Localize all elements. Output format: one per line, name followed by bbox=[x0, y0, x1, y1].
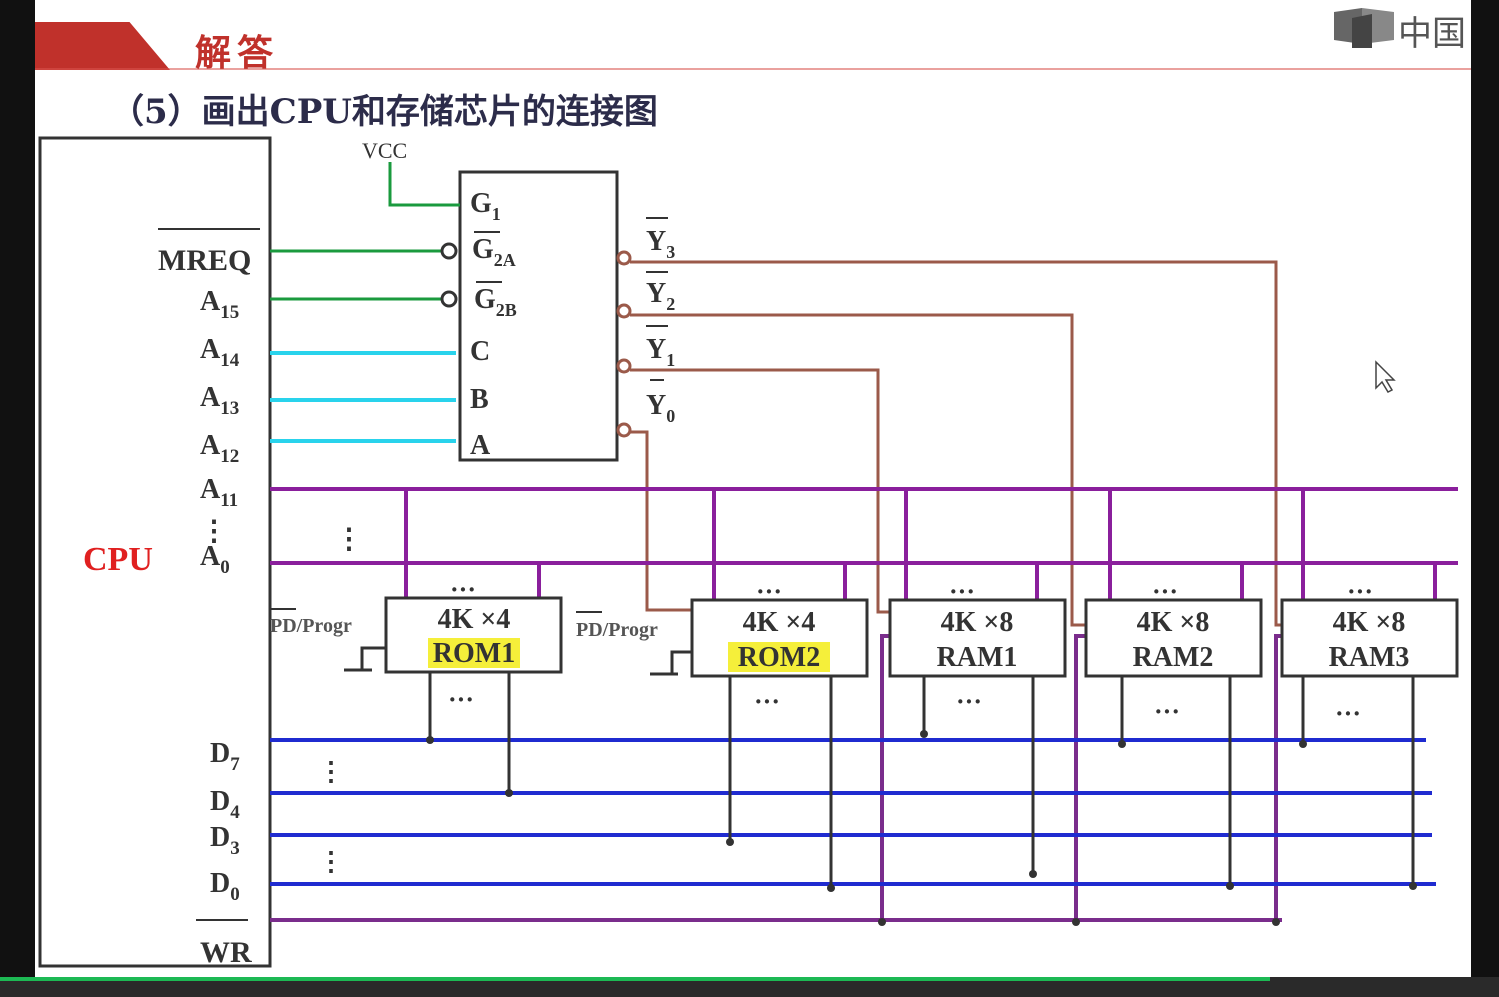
d3-label: D3 bbox=[210, 822, 240, 859]
cpu-label: CPU bbox=[83, 541, 153, 578]
y2-label: Y2 bbox=[646, 278, 675, 314]
ground-symbols bbox=[344, 646, 692, 676]
header-title: 解答 bbox=[195, 33, 280, 74]
svg-text:···: ··· bbox=[754, 687, 780, 716]
data-vdots-lower: ⋮ bbox=[318, 847, 344, 876]
address-vdots: ⋮ bbox=[200, 516, 228, 547]
d4-label: D4 bbox=[210, 786, 240, 823]
g1-label: G1 bbox=[470, 188, 501, 224]
cpu-box bbox=[38, 136, 272, 968]
svg-text:···: ··· bbox=[1152, 577, 1178, 606]
svg-text:···: ··· bbox=[756, 577, 782, 606]
junction-dots bbox=[426, 730, 1417, 926]
chip-ram3-name: RAM3 bbox=[1329, 642, 1410, 673]
y0-wire bbox=[630, 430, 692, 612]
chip-ram2-name: RAM2 bbox=[1133, 642, 1214, 673]
svg-text:···: ··· bbox=[949, 577, 975, 606]
a15-label: A15 bbox=[200, 286, 239, 323]
bus-vdots: ⋮ bbox=[335, 524, 363, 555]
circuit-diagram: CPU MREQ A15 A14 A13 A12 A11 A0 ⋮ D7 D4 … bbox=[38, 136, 1459, 969]
chip-select-wires bbox=[630, 260, 1283, 627]
mouse-cursor-icon bbox=[1375, 360, 1396, 393]
g2a-label: G2A bbox=[472, 234, 516, 270]
chip-ellipses: ··· ··· ··· ··· ··· ··· ··· ··· ··· ··· bbox=[448, 575, 1373, 728]
decoder-output-labels: Y3 Y2 Y1 Y0 bbox=[646, 226, 675, 426]
a13-label: A13 bbox=[200, 382, 239, 419]
data-vdots-upper: ⋮ bbox=[318, 757, 344, 786]
y3-label: Y3 bbox=[646, 226, 675, 262]
y0-label: Y0 bbox=[646, 390, 675, 426]
a14-label: A14 bbox=[200, 334, 240, 371]
chip-ram1-size: 4K ×8 bbox=[941, 607, 1014, 638]
chip-rom2: 4K ×4 ROM2 bbox=[690, 598, 869, 678]
wr-label: WR bbox=[200, 936, 252, 969]
decoder-input-labels: G1 G2A G2B C B A bbox=[470, 188, 517, 461]
chip-rom2-name: ROM2 bbox=[738, 642, 820, 673]
question-title: （5）画出CPU和存储芯片的连接图 bbox=[110, 92, 658, 132]
svg-text:···: ··· bbox=[448, 685, 474, 714]
a11-label: A11 bbox=[200, 474, 238, 511]
data-labels: D7 D4 D3 D0 bbox=[210, 738, 240, 905]
chip-data-taps bbox=[428, 672, 1415, 888]
decoder-select-wires bbox=[270, 351, 456, 443]
svg-text:···: ··· bbox=[450, 575, 476, 604]
chip-rom1: 4K ×4 ROM1 bbox=[384, 596, 563, 674]
book-logo-icon: 中国 bbox=[1332, 4, 1468, 54]
data-bus bbox=[270, 738, 1436, 886]
svg-text:···: ··· bbox=[1154, 697, 1180, 726]
pd-labels: PD/Progr PD/Progr bbox=[270, 615, 658, 641]
c-label: C bbox=[470, 336, 490, 367]
logo-text: 中国 bbox=[1398, 14, 1466, 54]
chip-ram1-name: RAM1 bbox=[937, 642, 1018, 673]
pd-label-rom1: PD/Progr bbox=[270, 615, 352, 637]
output-overbars bbox=[646, 217, 668, 381]
chip-ram1: 4K ×8 RAM1 bbox=[888, 598, 1067, 678]
b-label: B bbox=[470, 384, 489, 415]
a-label: A bbox=[470, 430, 491, 461]
inversion-bubbles bbox=[440, 242, 458, 308]
y2-wire bbox=[630, 313, 1089, 627]
chip-ram3-size: 4K ×8 bbox=[1333, 607, 1406, 638]
chip-ram2: 4K ×8 RAM2 bbox=[1084, 598, 1263, 678]
header-divider bbox=[35, 68, 1471, 70]
video-progress-bar[interactable] bbox=[0, 977, 1499, 997]
progress-fill bbox=[0, 977, 1270, 981]
address-bus bbox=[270, 487, 1458, 600]
g2b-label: G2B bbox=[474, 284, 517, 320]
chip-rom2-size: 4K ×4 bbox=[743, 607, 816, 638]
d0-label: D0 bbox=[210, 868, 240, 905]
vcc-label: VCC bbox=[362, 138, 407, 163]
chip-rom1-name: ROM1 bbox=[433, 638, 515, 669]
pd-overbars bbox=[270, 608, 602, 613]
chip-rom1-size: 4K ×4 bbox=[438, 604, 511, 635]
y1-label: Y1 bbox=[646, 334, 675, 370]
y3-wire bbox=[630, 260, 1283, 627]
control-wires bbox=[270, 162, 460, 301]
decoder-box bbox=[458, 170, 619, 462]
chip-ram3: 4K ×8 RAM3 bbox=[1280, 598, 1459, 678]
mreq-label: MREQ bbox=[158, 244, 251, 277]
book-logo-shape bbox=[1334, 8, 1394, 48]
chip-ram2-size: 4K ×8 bbox=[1137, 607, 1210, 638]
address-labels: A15 A14 A13 A12 A11 A0 bbox=[200, 286, 240, 578]
svg-text:···: ··· bbox=[1347, 577, 1373, 606]
svg-text:···: ··· bbox=[1335, 699, 1361, 728]
output-bubbles bbox=[616, 250, 632, 438]
d7-label: D7 bbox=[210, 738, 240, 775]
pd-label-rom2: PD/Progr bbox=[576, 619, 658, 641]
svg-text:···: ··· bbox=[956, 687, 982, 716]
a0-label: A0 bbox=[200, 541, 230, 578]
slide: 解答 （5）画出CPU和存储芯片的连接图 中国 CPU MREQ A15 A14… bbox=[35, 0, 1471, 977]
vcc-wire bbox=[388, 162, 460, 207]
a12-label: A12 bbox=[200, 430, 239, 467]
wr-bus bbox=[270, 634, 1282, 922]
